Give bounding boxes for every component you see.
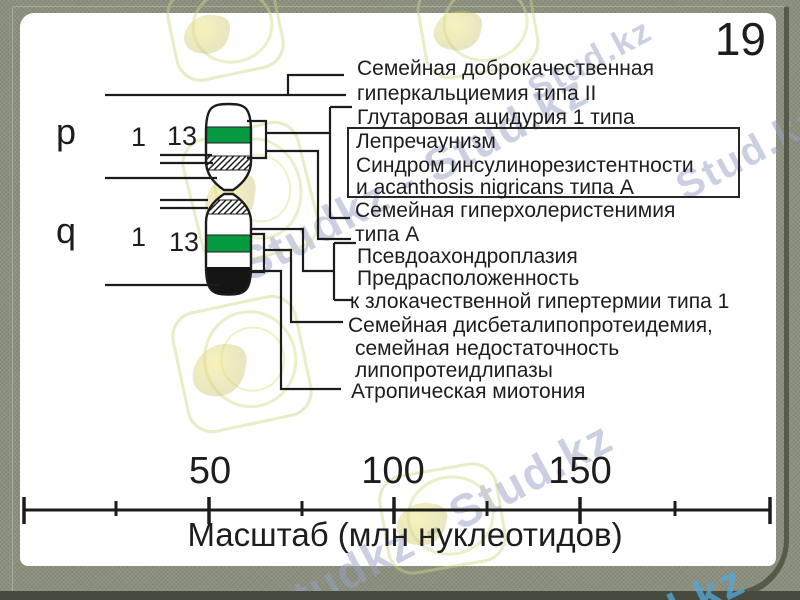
annotation-label: Семейная дисбеталипопротеидемия, (348, 314, 713, 337)
scale-axis (22, 497, 772, 524)
scale-tick-label-100: 100 (361, 450, 425, 492)
band-hatched-q (206, 199, 251, 215)
annotation-label: Семейная доброкачественная (357, 57, 654, 80)
band-hatched-p (206, 155, 251, 171)
annotation-label: к злокачественной гипертермии типа 1 (350, 290, 730, 313)
annotation-label: Псевдоахондроплазия (357, 245, 578, 268)
annotation-label: Атропическая миотония (351, 380, 586, 403)
scale-caption: Масштаб (млн нуклеотидов) (187, 516, 623, 553)
band-green-q (206, 234, 251, 253)
p-region-1: 1 (131, 122, 147, 152)
q-region-1: 1 (131, 222, 147, 252)
annotation-box (347, 127, 740, 198)
scale-tick-label-50: 50 (188, 450, 232, 492)
scale-major-ticks (22, 497, 772, 524)
q-arm-label: q (56, 210, 77, 251)
scale-tick-label-150: 150 (548, 450, 612, 492)
band-black-telomere (206, 267, 251, 295)
annotation-label: Синдром инсулинорезистентности (356, 154, 694, 177)
chromosome-body (204, 102, 253, 296)
leader-lines (105, 73, 356, 391)
annotation-label: типа А (355, 223, 420, 246)
band-green-p (206, 126, 251, 144)
annotation-label: Лепречаунизм (356, 130, 496, 153)
annotation-label: Предрасположенность (357, 267, 580, 290)
p-arm-label: p (56, 111, 77, 152)
annotation-label: семейная недостаточность (355, 337, 620, 360)
q-region-13: 13 (169, 227, 200, 257)
slide-content-area (20, 13, 776, 566)
p-region-13: 13 (167, 121, 198, 151)
annotation-label: и acanthosis nigricans типа А (356, 176, 634, 199)
annotation-label: липопротеидлипазы (355, 359, 553, 382)
page-number: 19 (714, 13, 766, 65)
annotation-label: Семейная гиперхолеристенимия (355, 199, 676, 222)
scale-minor-ticks (114, 501, 677, 516)
annotation-label: гиперкальциемия типа II (357, 82, 597, 105)
annotation-label: Глутаровая ацидурия 1 типа (357, 106, 635, 129)
